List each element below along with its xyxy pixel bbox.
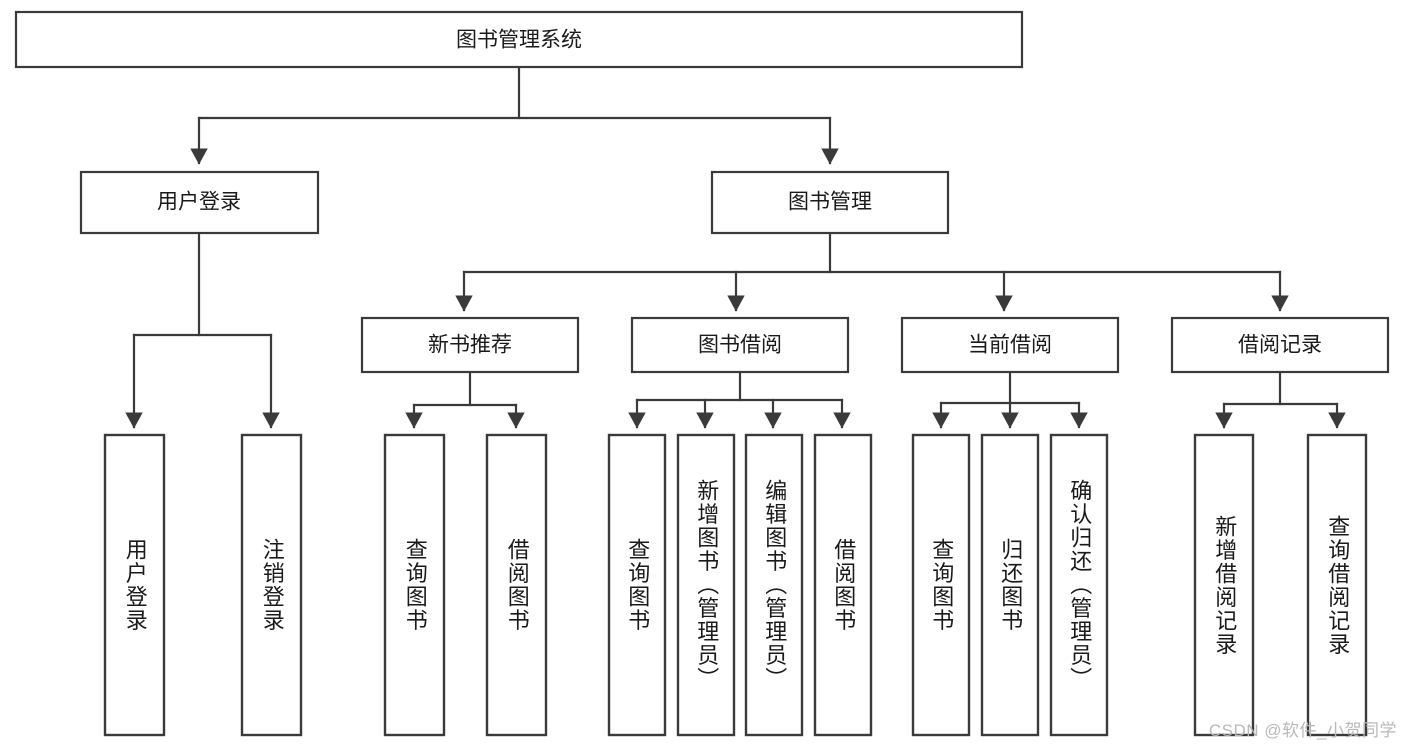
leaf-box-current-borrow-2[interactable] [980,433,1040,737]
connector-group-borrow-record [1215,370,1346,429]
node-new-book-recommend-label: 新书推荐 [428,334,512,357]
leaf-box-book-borrow-4[interactable] [813,433,873,737]
leaf-box-user-login-2[interactable] [240,433,303,737]
node-root[interactable] [14,10,1024,69]
watermark-text: CSDN @软件_小贺同学 [1208,721,1397,740]
node-borrow-record[interactable] [1170,316,1390,374]
leaf-box-borrow-record-2[interactable] [1306,433,1368,737]
leaf-box-current-borrow-1[interactable] [911,433,971,737]
leaf-box-user-login-1[interactable] [103,433,166,737]
leaf-box-current-borrow-3[interactable] [1049,433,1109,737]
node-book-borrow[interactable] [630,316,850,374]
leaf-box-new-book-1[interactable] [383,433,446,737]
node-book-manage-label: 图书管理 [788,191,872,214]
node-user-login-label: 用户登录 [157,191,241,214]
connector-group-book-borrow [628,370,851,429]
node-root-label: 图书管理系统 [456,29,582,52]
connector-group-book-manage [455,231,1289,312]
leaf-box-new-book-2[interactable] [485,433,548,737]
node-book-borrow-label: 图书借阅 [698,334,782,357]
node-user-login[interactable] [79,170,320,235]
connector-group-user-login [125,231,280,429]
connector-group-current-borrow [932,370,1088,429]
leaf-box-borrow-record-1[interactable] [1193,433,1255,737]
node-new-book-recommend[interactable] [360,316,580,374]
node-book-manage[interactable] [710,170,950,235]
leaf-box-book-borrow-2[interactable] [676,433,736,737]
leaf-box-book-borrow-1[interactable] [607,433,667,737]
connector-group-new-book [405,370,525,429]
connector-group-root [190,65,839,165]
node-borrow-record-label: 借阅记录 [1238,334,1322,357]
node-current-borrow[interactable] [900,316,1120,374]
leaf-box-book-borrow-3[interactable] [744,433,804,737]
node-current-borrow-label: 当前借阅 [968,334,1052,357]
